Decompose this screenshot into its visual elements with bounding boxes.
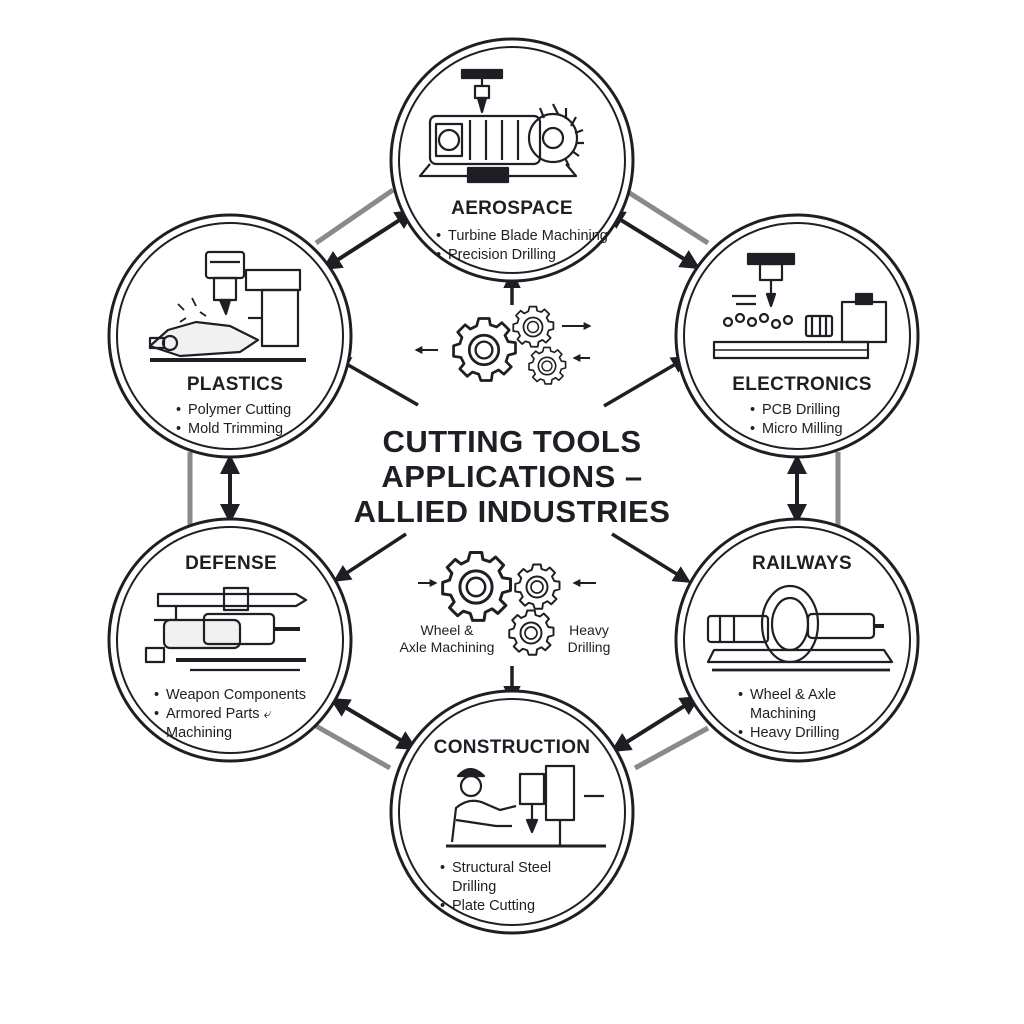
node-circles xyxy=(107,37,920,935)
node-arrows xyxy=(220,209,807,753)
connector-aerospace-electronics xyxy=(626,189,710,246)
polymer-milling-icon xyxy=(148,250,306,362)
list-item: •Turbine Blade Machining xyxy=(436,228,608,244)
list-item: •Mold Trimming xyxy=(176,421,284,437)
title-line-1: CUTTING TOOLS xyxy=(382,424,642,459)
list-item: Drilling xyxy=(452,879,497,895)
list-item: Machining xyxy=(750,706,817,722)
list-item: •Weapon Components xyxy=(154,687,306,703)
arrow-center-railways xyxy=(611,532,691,583)
pcb-drilling-icon xyxy=(712,252,888,360)
node-construction xyxy=(389,689,635,935)
electronics-bullets: •PCB Drilling •Micro Milling xyxy=(750,401,843,439)
diagram-title: CUTTING TOOLS APPLICATIONS – ALLIED INDU… xyxy=(312,424,712,529)
list-item: •Structural Steel xyxy=(440,860,552,876)
list-item: •Heavy Drilling xyxy=(738,725,840,741)
list-item: •Precision Drilling xyxy=(436,247,556,263)
plastics-bullets: •Polymer Cutting •Mold Trimming xyxy=(176,401,291,439)
list-item: •Polymer Cutting xyxy=(176,402,292,418)
electronics-label: ELECTRONICS xyxy=(732,374,872,395)
turbine-machining-icon xyxy=(418,68,584,184)
connector-aerospace-plastics xyxy=(314,187,395,246)
connector-construction-defense xyxy=(314,723,392,771)
arrow-center-electronics xyxy=(603,356,690,408)
arrow-aerospace-electronics xyxy=(604,209,701,270)
gears-upper-icon xyxy=(452,305,567,385)
defense-label: DEFENSE xyxy=(185,553,277,574)
list-item: •Micro Milling xyxy=(750,421,843,437)
center-label-wheel-axle: Wheel & Axle Machining xyxy=(399,622,495,655)
arrow-center-plastics xyxy=(332,356,419,407)
center-label-heavy-drilling: Heavy Drilling xyxy=(567,622,611,655)
construction-bullets: •Structural Steel Drilling •Plate Cuttin… xyxy=(440,859,551,916)
connector-railways-construction xyxy=(633,725,710,771)
list-item: •Wheel & Axle xyxy=(738,687,837,703)
title-line-2: APPLICATIONS – xyxy=(381,459,643,494)
list-item: Machining xyxy=(166,725,233,741)
gear-accent-arrows xyxy=(414,322,596,587)
arrow-railways-construction xyxy=(610,695,701,753)
worker-drilling-icon xyxy=(446,764,606,848)
railways-bullets: •Wheel & Axle Machining •Heavy Drilling xyxy=(738,686,839,743)
plastics-label: PLASTICS xyxy=(186,374,284,395)
list-item: •Armored Parts ⤶ xyxy=(154,706,272,722)
defense-bullets: •Weapon Components •Armored Parts ⤶ Mach… xyxy=(154,686,306,743)
node-aerospace xyxy=(389,37,635,283)
title-line-3: ALLIED INDUSTRIES xyxy=(353,494,671,529)
arrow-aerospace-plastics xyxy=(321,209,416,271)
arrow-center-defense xyxy=(333,532,407,582)
weapon-lathe-icon xyxy=(144,586,308,672)
railways-label: RAILWAYS xyxy=(752,553,852,574)
construction-label: CONSTRUCTION xyxy=(433,737,591,758)
list-item: •Plate Cutting xyxy=(440,898,536,914)
wheel-axle-lathe-icon xyxy=(706,584,894,672)
tool-icon: ⤶ xyxy=(263,706,272,722)
aerospace-bullets: •Turbine Blade Machining •Precision Dril… xyxy=(436,227,608,265)
node-electronics xyxy=(674,213,920,459)
arrow-construction-defense xyxy=(329,697,418,751)
list-item: •PCB Drilling xyxy=(750,402,841,418)
node-railways xyxy=(674,517,920,763)
aerospace-label: AEROSPACE xyxy=(451,198,573,219)
